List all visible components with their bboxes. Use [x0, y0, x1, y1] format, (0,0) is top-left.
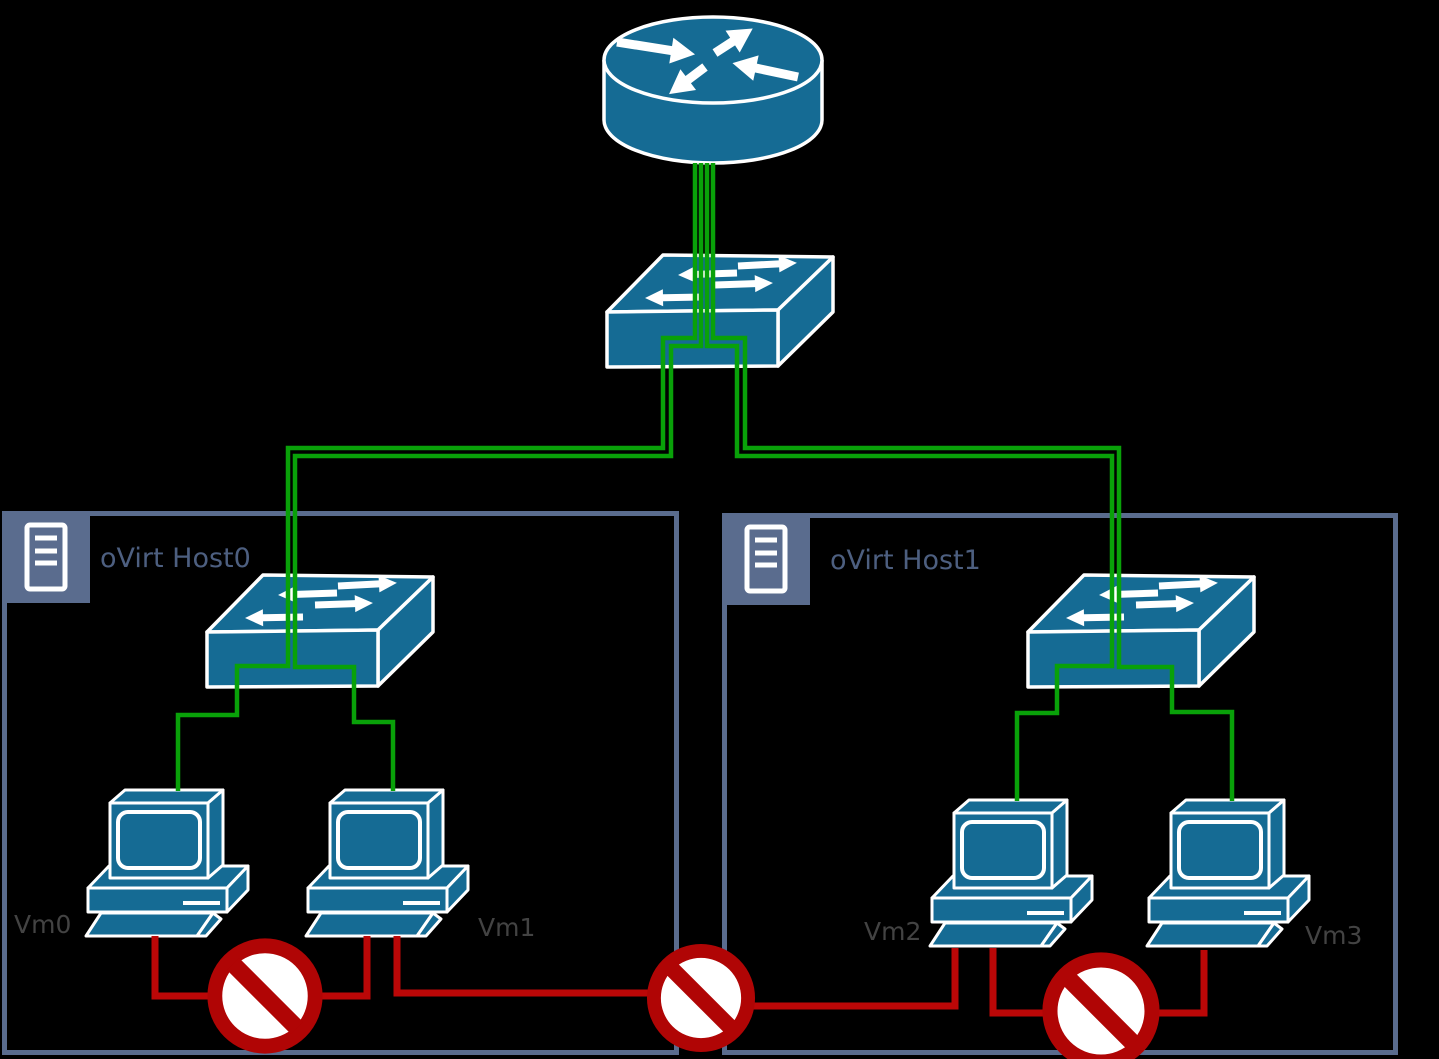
host0-badge: [2, 515, 90, 603]
no-entry-icon: [215, 946, 315, 1046]
vm2-label: Vm2: [864, 917, 922, 946]
vm0-label: Vm0: [14, 910, 72, 939]
host0-box: [2, 511, 679, 1055]
no-entry-icon: [654, 951, 748, 1045]
link-core-host0-vm0: [175, 163, 698, 791]
no-entry-icon: [1050, 960, 1152, 1059]
link-core-host1-vm2: [704, 163, 1115, 801]
host0-label: oVirt Host0: [100, 543, 251, 574]
vm3-label: Vm3: [1305, 921, 1363, 950]
link-core-host0-vm1: [292, 163, 704, 791]
vm1-label: Vm1: [478, 913, 536, 942]
host1-label: oVirt Host1: [830, 545, 981, 576]
blocked-link-vm1-vm2-left: [393, 936, 701, 997]
link-core-host1-vm3: [710, 163, 1235, 801]
host1-badge: [722, 517, 810, 605]
blocked-link-vm1-vm2-right: [701, 948, 959, 1010]
